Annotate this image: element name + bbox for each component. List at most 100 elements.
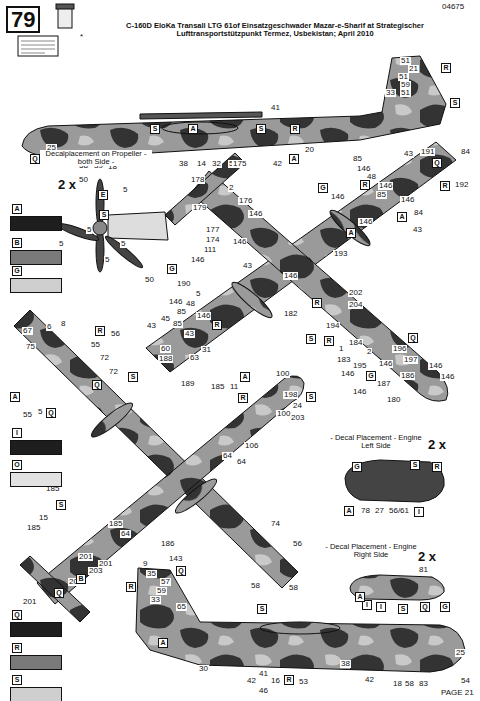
paint-code: R — [312, 298, 322, 308]
callout-number: 58 — [250, 582, 261, 590]
callout-number: 85 — [172, 320, 183, 328]
paint-code: A — [240, 372, 250, 382]
paint-code: R — [432, 462, 442, 472]
paint-code: Q — [420, 602, 430, 612]
callout-number: 9 — [142, 560, 148, 568]
callout-number: 146 — [232, 238, 247, 246]
legend-code: G — [12, 266, 22, 276]
page-note: * — [79, 33, 84, 41]
paint-code: S — [306, 392, 316, 402]
paint-code: Q — [54, 588, 64, 598]
callout-number: 2 — [366, 348, 372, 356]
callout-number: 183 — [336, 356, 351, 364]
callout-number: 43 — [242, 262, 253, 270]
callout-number: 196 — [392, 345, 407, 353]
paint-code: R — [360, 180, 370, 190]
callout-number: 04675 — [441, 3, 465, 11]
callout-number: 5 — [58, 240, 64, 248]
paint-code: Q — [432, 158, 442, 168]
callout-number: 42 — [272, 160, 283, 168]
paint-code: S — [56, 500, 66, 510]
callout-number: 84 — [413, 209, 424, 217]
paint-code: R — [440, 181, 450, 191]
paint-code: I — [376, 602, 386, 612]
color-swatch — [10, 655, 62, 670]
callout-number: 5 — [122, 186, 128, 194]
callout-number: 83 — [418, 680, 429, 688]
callout-number: 177 — [205, 226, 220, 234]
color-swatch — [10, 250, 62, 265]
callout-number: 63 — [189, 354, 200, 362]
paint-code: S — [256, 124, 266, 134]
paint-code: G — [352, 462, 362, 472]
callout-number: 38 — [178, 160, 189, 168]
paint-code: R — [284, 675, 294, 685]
callout-number: 174 — [205, 236, 220, 244]
paint-code: R — [441, 63, 451, 73]
legend-code: I — [12, 428, 22, 438]
callout-number: 18 — [392, 680, 403, 688]
callout-number: 33 — [385, 89, 396, 97]
callout-number: 191 — [420, 148, 435, 156]
callout-number: 60 — [160, 345, 171, 353]
callout-number: 16 — [270, 677, 281, 685]
quantity-note: 2 x — [58, 178, 76, 192]
callout-number: 5 — [37, 408, 43, 416]
callout-number: 64 — [222, 452, 233, 460]
placement-caption: - Decal Placement - Engine Right Side — [325, 543, 417, 559]
paint-code: Q — [30, 154, 40, 164]
callout-number: 146 — [340, 370, 355, 378]
callout-number: 146 — [428, 362, 443, 370]
callout-number: 54 — [460, 677, 471, 685]
callout-number: 5 — [195, 290, 201, 298]
paint-code: R — [95, 326, 105, 336]
callout-number: 27 — [374, 507, 385, 515]
callout-number: 56 — [292, 540, 303, 548]
callout-number: 146 — [283, 272, 298, 280]
callout-number: 31 — [201, 346, 212, 354]
callout-number: 56 — [110, 330, 121, 338]
paint-code: Q — [46, 408, 56, 418]
callout-number: 33 — [150, 596, 161, 604]
callout-number: 58 — [288, 584, 299, 592]
callout-number: 55 — [22, 411, 33, 419]
callout-number: 42 — [246, 677, 257, 685]
callout-number: 72 — [108, 368, 119, 376]
callout-number: 201 — [98, 560, 113, 568]
paint-code: S — [398, 604, 408, 614]
callout-number: 179 — [192, 204, 207, 212]
color-swatch — [10, 278, 62, 293]
page-note: PAGE 21 — [440, 689, 475, 697]
callout-number: 146 — [358, 218, 373, 226]
paint-code: R — [238, 393, 248, 403]
callout-number: 5 — [120, 240, 126, 248]
callout-number: 84 — [460, 148, 471, 156]
callout-number: 20 — [304, 146, 315, 154]
callout-number: 146 — [378, 182, 393, 190]
callout-number: 46 — [258, 687, 269, 695]
paint-code: G — [167, 264, 177, 274]
callout-number: 78 — [360, 507, 371, 515]
color-swatch — [10, 687, 62, 701]
callout-number: 111 — [203, 246, 217, 254]
callout-number: 193 — [333, 250, 348, 258]
callout-number: 81 — [418, 566, 429, 574]
callout-number: 187 — [376, 380, 391, 388]
callout-number: 185 — [108, 520, 123, 528]
paint-code: A — [289, 154, 299, 164]
callout-number: 146 — [400, 196, 415, 204]
callout-number: 100 — [275, 370, 290, 378]
paint-code: B — [76, 574, 86, 584]
callout-number: 184 — [348, 339, 363, 347]
callout-number: 32 — [211, 160, 222, 168]
callout-number: 30 — [198, 665, 209, 673]
callout-number: 35 — [146, 570, 157, 578]
paint-code: G — [440, 602, 450, 612]
color-swatch — [10, 472, 62, 487]
paint-code: Q — [92, 380, 102, 390]
color-swatch — [10, 440, 62, 455]
callout-number: 43 — [412, 226, 423, 234]
callout-number: 198 — [283, 391, 298, 399]
callout-number: 72 — [99, 354, 110, 362]
